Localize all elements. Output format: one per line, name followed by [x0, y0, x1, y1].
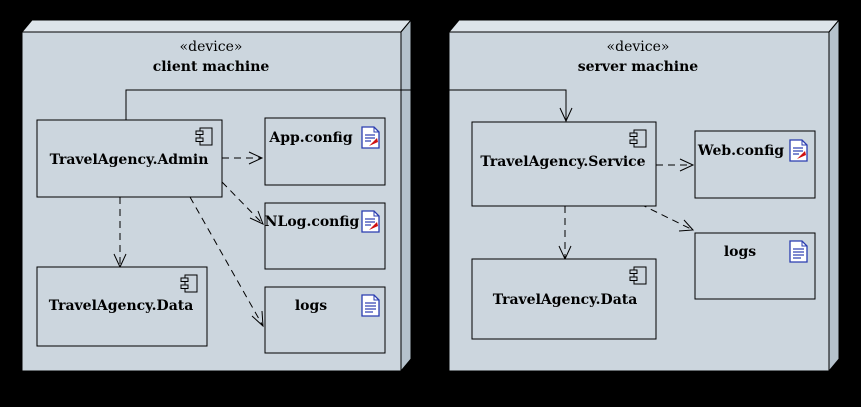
component-label: TravelAgency.Admin: [50, 152, 209, 168]
component-label: TravelAgency.Service: [480, 154, 645, 170]
artifact-label: App.config: [268, 130, 353, 146]
artifact-logs-client[interactable]: logs: [264, 286, 386, 354]
node-name: server machine: [578, 59, 699, 75]
component-label: TravelAgency.Data: [49, 298, 194, 314]
node-stereotype: «device»: [607, 39, 670, 55]
artifact-app-config[interactable]: App.config: [264, 117, 386, 186]
artifact-nlog-config[interactable]: NLog.config: [264, 202, 386, 270]
dependency-admin-logs: [189, 196, 264, 327]
component-travelagency-service[interactable]: TravelAgency.Service: [471, 121, 657, 207]
component-label: TravelAgency.Data: [493, 292, 638, 308]
node-name: client machine: [153, 59, 270, 75]
artifact-label: logs: [724, 244, 756, 260]
arrowhead: [559, 107, 573, 123]
config-file-icon: [361, 126, 380, 149]
component-travelagency-data-client[interactable]: TravelAgency.Data: [36, 266, 208, 347]
document-icon: [789, 240, 808, 263]
document-icon: [361, 294, 380, 317]
association-admin-service: [125, 89, 567, 121]
relations: [113, 89, 695, 328]
artifact-logs-server[interactable]: logs: [694, 232, 816, 300]
config-file-icon: [789, 139, 808, 162]
arrowhead: [679, 158, 695, 172]
arrowhead: [248, 151, 264, 165]
config-file-icon: [361, 210, 380, 233]
component-travelagency-admin[interactable]: TravelAgency.Admin: [36, 119, 223, 198]
arrowhead: [678, 219, 695, 232]
artifact-label: NLog.config: [265, 214, 360, 230]
dependency-admin-nlogconfig: [221, 181, 264, 225]
artifact-label: Web.config: [697, 143, 784, 159]
artifact-web-config[interactable]: Web.config: [694, 130, 816, 199]
component-travelagency-data-server[interactable]: TravelAgency.Data: [471, 258, 657, 340]
arrowhead: [251, 310, 264, 328]
arrowhead: [249, 210, 264, 225]
artifact-label: logs: [295, 298, 327, 314]
dependency-service-logs: [639, 203, 694, 231]
node-stereotype: «device»: [180, 39, 243, 55]
